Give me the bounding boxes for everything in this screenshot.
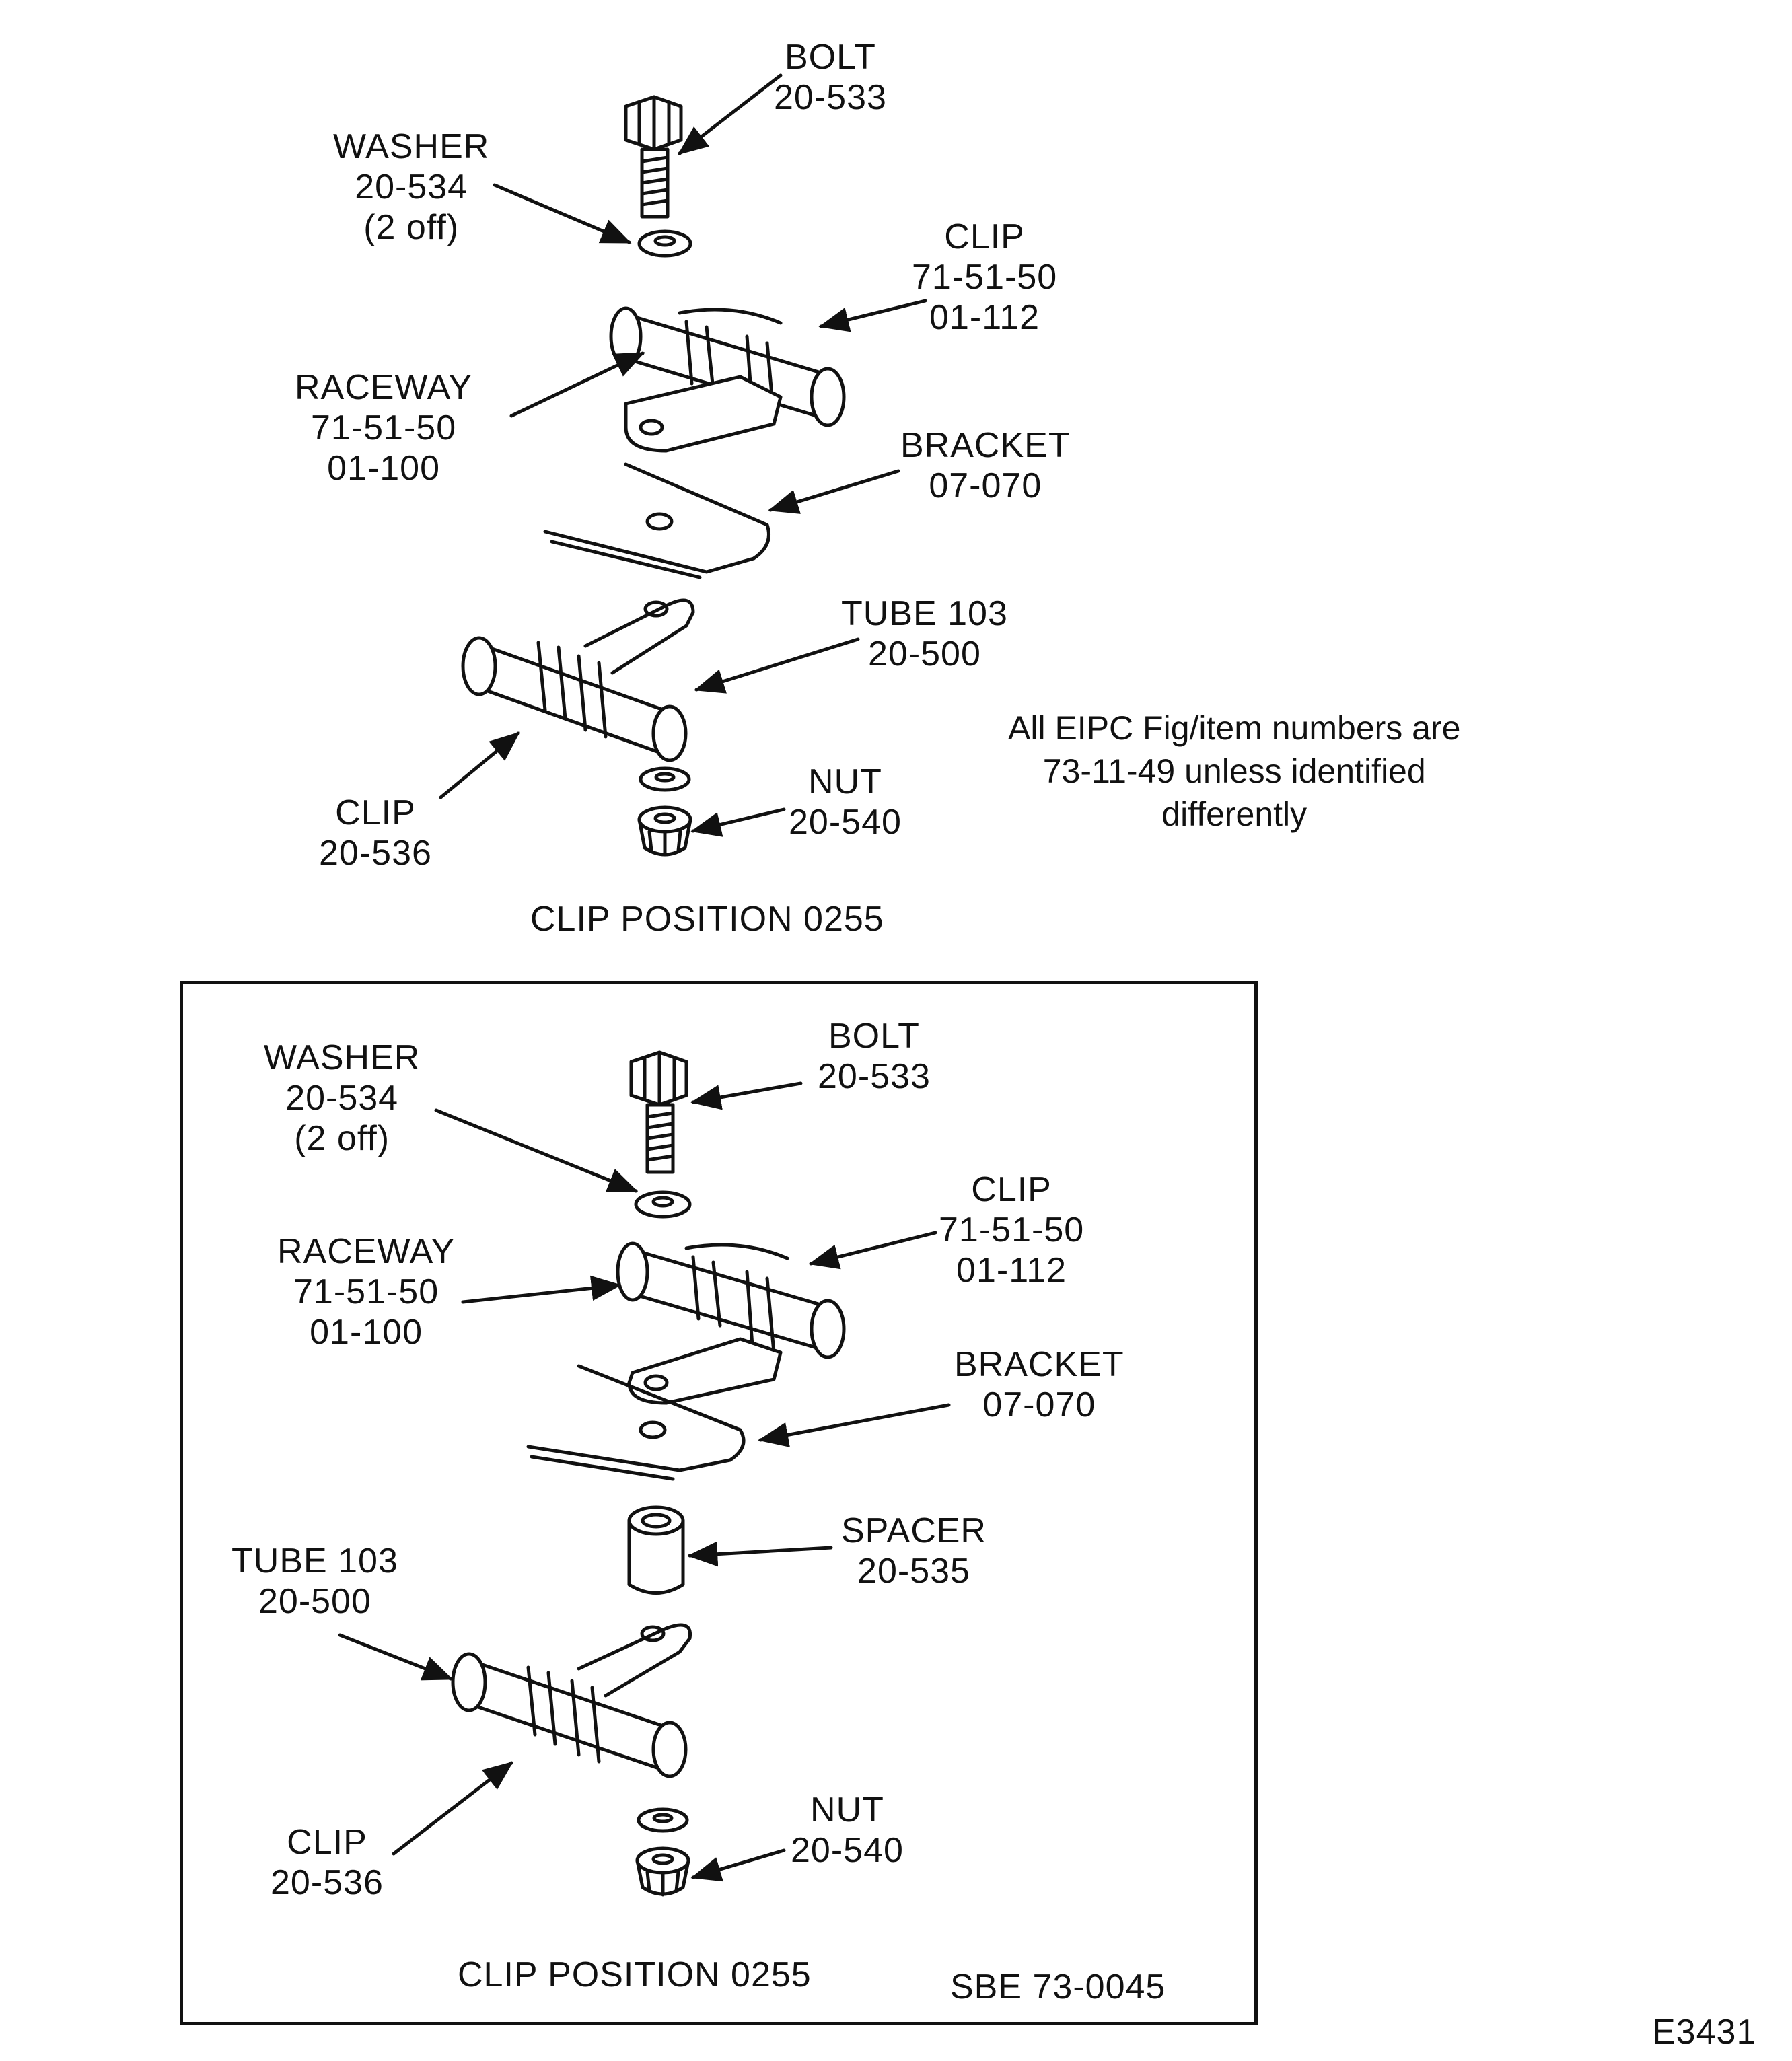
tube-number: 20-500	[867, 635, 981, 674]
washer-title: WASHER	[333, 127, 490, 166]
bracket-number: 07-070	[929, 466, 1042, 505]
lower-washer-part	[634, 1190, 692, 1219]
lower-clip-bottom-title: CLIP	[287, 1823, 367, 1862]
clip-bottom-label: CLIP 20-536	[319, 793, 432, 873]
tube-title: TUBE 103	[841, 594, 1008, 633]
lower-clip-bottom-label: CLIP 20-536	[271, 1822, 384, 1903]
lower-clip-top-label: CLIP 71-51-50 01-112	[939, 1169, 1084, 1291]
lower-raceway-number-a: 71-51-50	[293, 1272, 439, 1311]
raceway-label: RACEWAY 71-51-50 01-100	[295, 367, 472, 489]
lower-assembly	[338, 1050, 951, 1897]
lower-tube-label: TUBE 103 20-500	[231, 1541, 398, 1622]
spacer-label: SPACER 20-535	[841, 1511, 987, 1591]
nut-part	[637, 766, 692, 857]
lower-bolt-number: 20-533	[818, 1057, 931, 1096]
clip-bottom-title: CLIP	[335, 793, 416, 832]
bolt-title: BOLT	[784, 38, 876, 77]
lower-washer-title: WASHER	[264, 1038, 421, 1077]
clip-bottom-number: 20-536	[319, 834, 432, 873]
upper-leader-lines	[439, 73, 927, 837]
bolt-label: BOLT 20-533	[774, 37, 887, 118]
nut-label: NUT 20-540	[789, 762, 902, 842]
eipc-note-line-2: 73-11-49 unless identified	[1042, 752, 1426, 790]
eipc-note: All EIPC Fig/item numbers are 73-11-49 u…	[1008, 707, 1460, 836]
lower-washer-label: WASHER 20-534 (2 off)	[264, 1038, 420, 1159]
nut-title: NUT	[808, 762, 882, 801]
lower-nut-number: 20-540	[791, 1831, 904, 1870]
lower-clip-top-number-a: 71-51-50	[939, 1210, 1085, 1250]
lower-clip-bottom-number: 20-536	[271, 1863, 384, 1902]
clip-top-label: CLIP 71-51-50 01-112	[912, 217, 1057, 338]
tube-label: TUBE 103 20-500	[841, 593, 1008, 674]
clip-top-number-b: 01-112	[929, 298, 1040, 337]
lower-bolt-part	[629, 1050, 688, 1174]
lower-nut-label: NUT 20-540	[791, 1790, 904, 1871]
lower-raceway-title: RACEWAY	[277, 1232, 456, 1271]
clip-top-title: CLIP	[944, 217, 1025, 256]
clip-top-number-a: 71-51-50	[912, 258, 1058, 297]
lower-nut-title: NUT	[810, 1791, 884, 1830]
bolt-part	[624, 95, 683, 219]
figure-id: E3431	[1652, 2013, 1757, 2052]
lower-tube-clip-part	[451, 1623, 692, 1778]
bracket-label: BRACKET 07-070	[900, 425, 1071, 506]
sbe-reference: SBE 73-0045	[950, 1967, 1166, 2006]
lower-bracket-label: BRACKET 07-070	[954, 1344, 1124, 1425]
lower-raceway-label: RACEWAY 71-51-50 01-100	[277, 1231, 455, 1352]
nut-number: 20-540	[789, 803, 902, 842]
sbe-frame	[180, 981, 1258, 2025]
lower-tube-number: 20-500	[258, 1582, 371, 1621]
lower-bolt-title: BOLT	[828, 1017, 920, 1056]
washer-qty: (2 off)	[363, 208, 460, 247]
lower-bracket-number: 07-070	[982, 1385, 1096, 1424]
spacer-title: SPACER	[841, 1511, 987, 1550]
lower-bracket-part	[526, 1364, 746, 1481]
lower-raceway-number-b: 01-100	[310, 1313, 423, 1352]
raceway-title: RACEWAY	[295, 368, 473, 407]
lower-washer-number: 20-534	[285, 1079, 399, 1118]
eipc-note-line-3: differently	[1161, 795, 1307, 833]
washer-label: WASHER 20-534 (2 off)	[333, 126, 489, 248]
lower-nut-part	[635, 1807, 690, 1897]
upper-assembly	[439, 73, 927, 857]
bolt-number: 20-533	[774, 78, 887, 117]
tube-clip-part	[461, 598, 695, 762]
lower-clip-top-title: CLIP	[971, 1170, 1052, 1209]
raceway-clip-part	[609, 306, 846, 453]
spacer-number: 20-535	[857, 1552, 970, 1591]
spacer-part	[627, 1505, 685, 1595]
lower-leader-lines	[338, 1081, 951, 1882]
raceway-number-a: 71-51-50	[310, 408, 457, 447]
lower-bracket-title: BRACKET	[954, 1345, 1124, 1384]
lower-clip-top-number-b: 01-112	[956, 1251, 1067, 1290]
bracket-title: BRACKET	[900, 426, 1071, 465]
bracket-part	[543, 462, 770, 579]
lower-bolt-label: BOLT 20-533	[818, 1016, 931, 1097]
eipc-note-line-1: All EIPC Fig/item numbers are	[1008, 709, 1461, 747]
lower-tube-title: TUBE 103	[231, 1542, 398, 1581]
lower-caption: CLIP POSITION 0255	[458, 1955, 812, 1994]
washer-part	[637, 229, 692, 258]
lower-raceway-clip-part	[616, 1241, 846, 1405]
raceway-number-b: 01-100	[327, 449, 441, 488]
washer-number: 20-534	[355, 168, 468, 207]
lower-washer-qty: (2 off)	[294, 1119, 390, 1158]
upper-caption: CLIP POSITION 0255	[530, 900, 884, 939]
